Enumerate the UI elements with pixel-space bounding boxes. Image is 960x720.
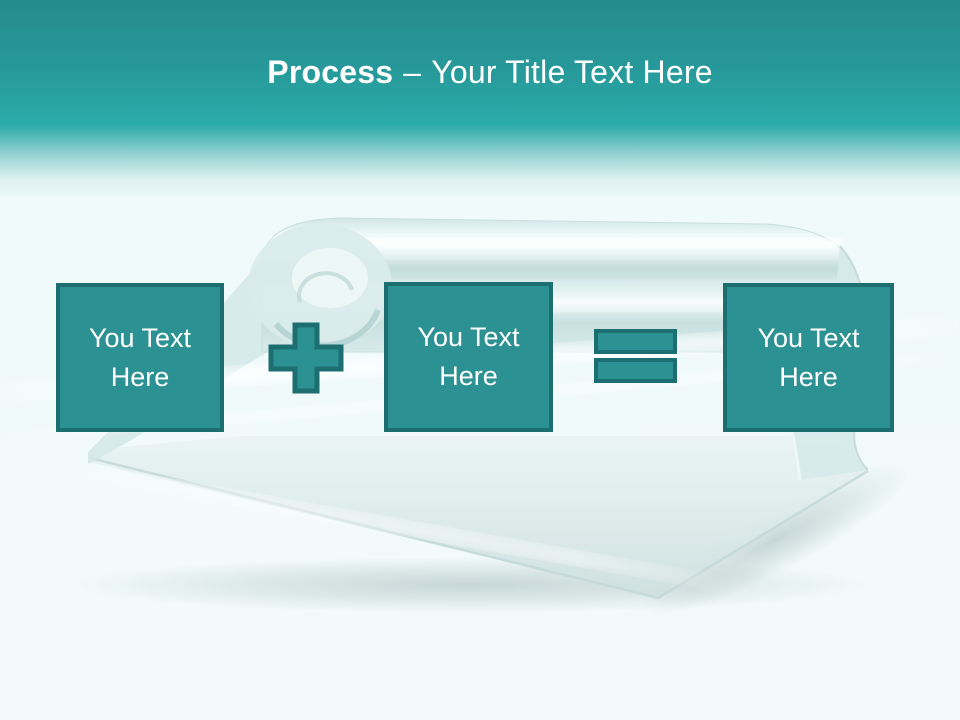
- slide-title[interactable]: Process–Your Title Text Here: [10, 54, 960, 91]
- process-box-1[interactable]: You Text Here: [56, 283, 224, 432]
- title-rest: Your Title Text Here: [431, 54, 713, 90]
- process-box-2-label: You Text Here: [417, 322, 520, 391]
- title-emphasis: Process: [267, 54, 394, 90]
- equals-bottom-bar: [594, 358, 677, 383]
- plus-icon[interactable]: [267, 321, 345, 395]
- process-box-3-label: You Text Here: [757, 322, 860, 392]
- process-box-1-label: You Text Here: [88, 322, 192, 392]
- plus-shape: [268, 322, 344, 394]
- title-separator: –: [403, 54, 422, 90]
- process-box-3[interactable]: You Text Here: [723, 283, 894, 432]
- equals-icon[interactable]: [592, 327, 680, 385]
- equals-top-bar: [594, 329, 677, 354]
- process-box-2[interactable]: You Text Here: [384, 282, 553, 432]
